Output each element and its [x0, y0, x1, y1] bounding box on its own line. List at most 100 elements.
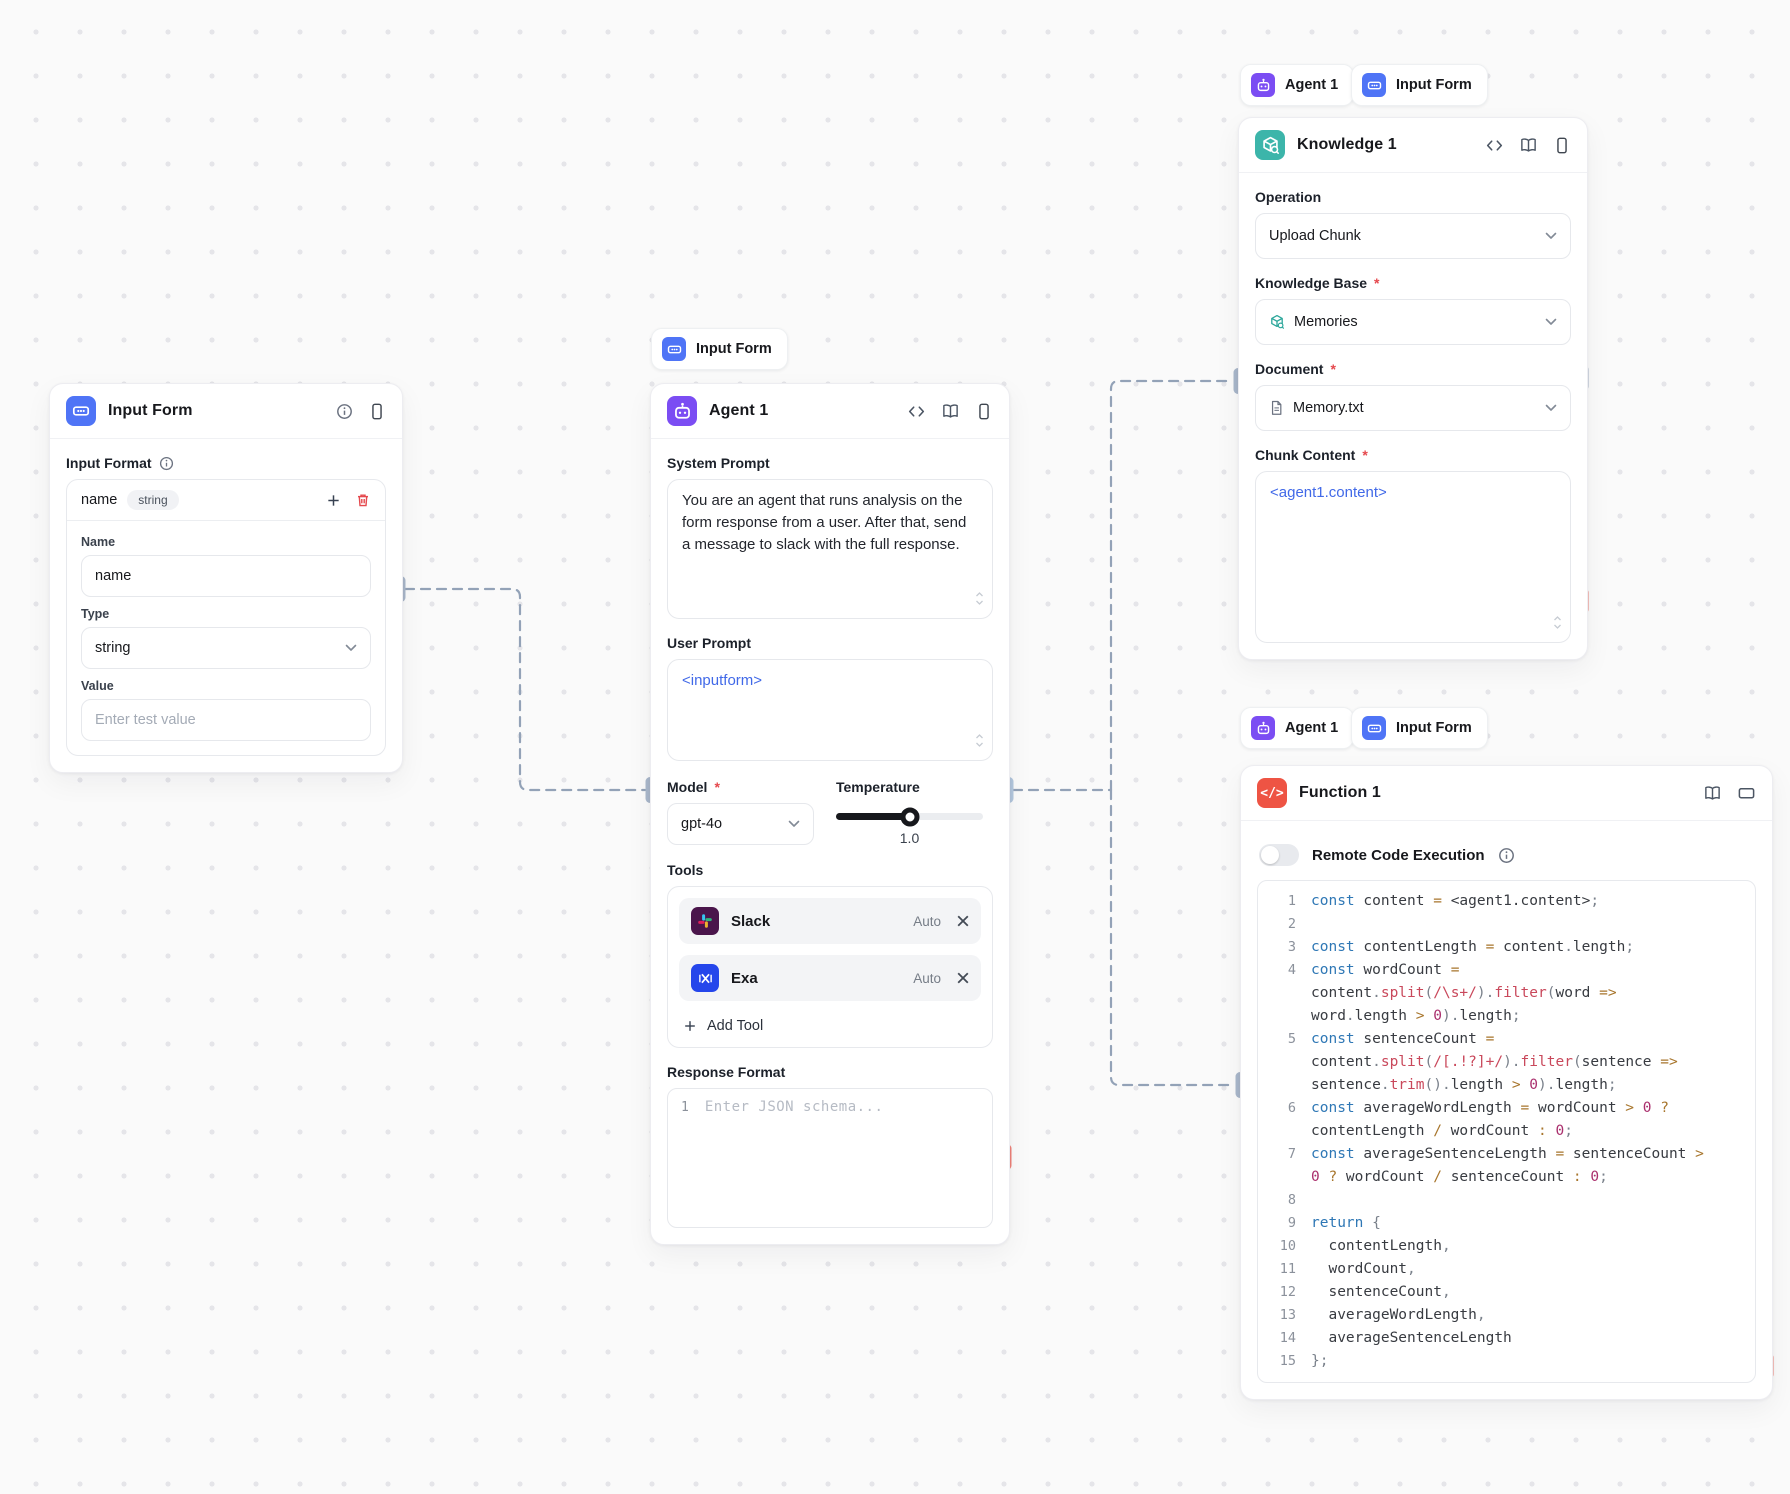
file-icon: [1269, 400, 1284, 416]
user-prompt-label: User Prompt: [667, 635, 752, 651]
docs-icon[interactable]: [941, 402, 960, 420]
function-icon: </>: [1257, 778, 1287, 808]
node-title: Function 1: [1299, 784, 1381, 801]
input-format-label: Input Format: [66, 455, 386, 471]
user-prompt-textarea[interactable]: <inputform>: [667, 659, 993, 761]
document-label: Document: [1255, 361, 1571, 377]
name-input[interactable]: name: [81, 555, 371, 597]
chip-label: Input Form: [1396, 720, 1472, 736]
agent-node-header: Agent 1: [651, 384, 1009, 439]
function-node-header: </> Function 1: [1241, 766, 1772, 821]
info-icon[interactable]: [336, 403, 353, 420]
tool-mode[interactable]: Auto: [913, 970, 941, 986]
operation-select[interactable]: Upload Chunk: [1255, 213, 1571, 259]
chevron-down-icon: [1545, 314, 1557, 330]
knowledge-node[interactable]: Knowledge 1 Operation Upload Chunk Knowl…: [1238, 117, 1588, 660]
mobile-preview-icon[interactable]: [1553, 136, 1571, 155]
code-view-icon[interactable]: [907, 403, 926, 420]
code-line: 8: [1287, 1192, 1296, 1208]
docs-icon[interactable]: [1703, 784, 1722, 802]
code-line: sentence.trim().length > 0).length;: [1311, 1077, 1617, 1093]
code-line: 11 wordCount,: [1279, 1261, 1416, 1277]
delete-field-button[interactable]: [355, 492, 371, 508]
remove-tool-icon[interactable]: [957, 972, 969, 984]
chip-input-form-bottom[interactable]: Input Form: [1351, 707, 1488, 749]
editor-placeholder: Enter JSON schema...: [704, 1099, 884, 1115]
response-format-editor[interactable]: 1 Enter JSON schema...: [667, 1088, 993, 1228]
agent-node[interactable]: Agent 1 System Prompt You are an agent t…: [650, 383, 1010, 1245]
mobile-preview-icon[interactable]: [975, 402, 993, 421]
field-name: name: [81, 492, 118, 508]
mobile-preview-icon[interactable]: [368, 402, 386, 421]
node-title: Input Form: [108, 402, 193, 419]
chevron-down-icon: [1545, 228, 1557, 244]
remote-code-toggle[interactable]: [1259, 844, 1299, 866]
remove-tool-icon[interactable]: [957, 915, 969, 927]
temperature-value: 1.0: [899, 830, 920, 846]
chip-agent-bottom[interactable]: Agent 1: [1240, 707, 1355, 749]
resize-handle-icon[interactable]: [1553, 614, 1562, 636]
input-form-icon: [1362, 716, 1386, 740]
add-field-button[interactable]: [326, 493, 341, 508]
chip-agent-top[interactable]: Agent 1: [1240, 64, 1355, 106]
type-select[interactable]: string: [81, 627, 371, 669]
tool-mode[interactable]: Auto: [913, 913, 941, 929]
tool-row-exa[interactable]: Exa Auto: [679, 955, 981, 1001]
value-label: Value: [81, 679, 114, 693]
code-line: 12 sentenceCount,: [1279, 1284, 1451, 1300]
tools-label: Tools: [667, 862, 704, 878]
resize-handle-icon[interactable]: [975, 590, 984, 612]
chip-label: Input Form: [696, 341, 772, 357]
code-line: 0 ? wordCount / sentenceCount : 0;: [1311, 1169, 1608, 1185]
code-line: 14 averageSentenceLength: [1279, 1330, 1512, 1346]
input-form-node-header: Input Form: [50, 384, 402, 439]
chunk-content-textarea[interactable]: <agent1.content>: [1255, 471, 1571, 643]
expand-editor-icon[interactable]: [1737, 784, 1756, 802]
chip-label: Agent 1: [1285, 77, 1339, 93]
info-icon[interactable]: [1498, 847, 1515, 864]
chunk-content-label: Chunk Content: [1255, 447, 1571, 463]
code-view-icon[interactable]: [1485, 137, 1504, 154]
input-form-icon: [1362, 73, 1386, 97]
chip-label: Agent 1: [1285, 720, 1339, 736]
input-form-icon: [66, 396, 96, 426]
input-form-node[interactable]: Input Form Input Format name string: [49, 383, 403, 773]
code-line: 15};: [1279, 1353, 1329, 1369]
knowledge-base-select[interactable]: Memories: [1255, 299, 1571, 345]
code-line: 10 contentLength,: [1279, 1238, 1451, 1254]
slider-knob[interactable]: [900, 807, 919, 826]
info-icon[interactable]: [159, 456, 174, 471]
slack-icon: [691, 907, 719, 935]
tool-name: Slack: [731, 912, 771, 930]
knowledge-base-label: Knowledge Base: [1255, 275, 1571, 291]
temperature-slider[interactable]: [836, 804, 983, 828]
type-label: Type: [81, 607, 110, 621]
agent-icon: [667, 396, 697, 426]
tools-list: Slack Auto Exa Auto Add Tool: [667, 886, 993, 1048]
line-number: 1: [681, 1100, 689, 1115]
tool-row-slack[interactable]: Slack Auto: [679, 898, 981, 944]
chip-input-form[interactable]: Input Form: [651, 328, 788, 370]
add-tool-button[interactable]: Add Tool: [679, 1012, 981, 1036]
value-input[interactable]: Enter test value: [81, 699, 371, 741]
code-line: content.split(/\s+/).filter(word =>: [1311, 985, 1617, 1001]
model-select[interactable]: gpt-4o: [667, 803, 814, 845]
tool-name: Exa: [731, 969, 758, 987]
agent-icon: [1251, 73, 1275, 97]
system-prompt-textarea[interactable]: You are an agent that runs analysis on t…: [667, 479, 993, 619]
chip-input-form-top[interactable]: Input Form: [1351, 64, 1488, 106]
resize-handle-icon[interactable]: [975, 732, 984, 754]
document-select[interactable]: Memory.txt: [1255, 385, 1571, 431]
chevron-down-icon: [345, 640, 357, 656]
cube-icon: [1269, 314, 1285, 330]
code-line: contentLength / wordCount : 0;: [1311, 1123, 1573, 1139]
name-label: Name: [81, 535, 116, 549]
docs-icon[interactable]: [1519, 136, 1538, 154]
